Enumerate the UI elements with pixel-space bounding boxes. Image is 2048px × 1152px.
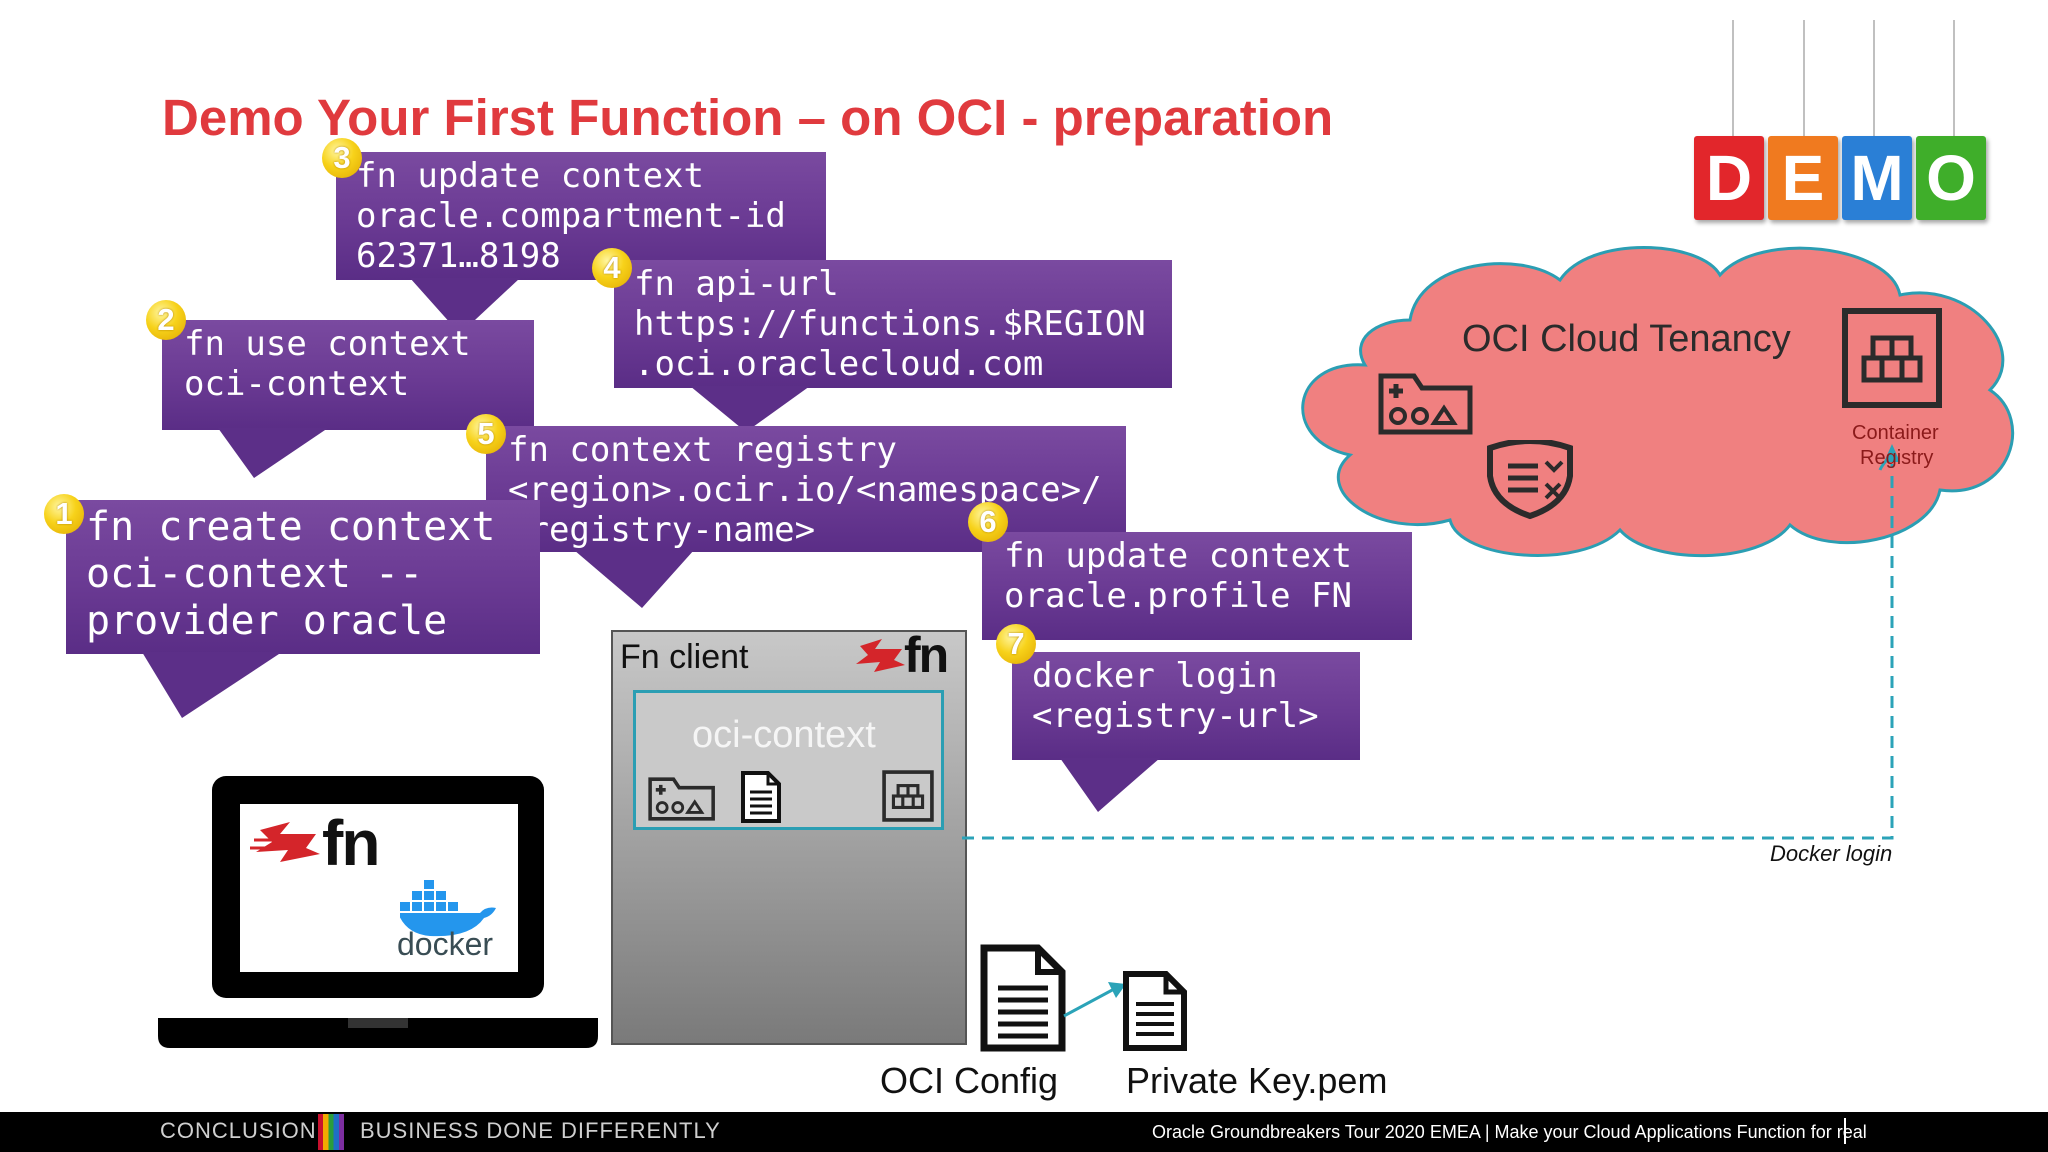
step-2-callout: fn use context oci-context (162, 320, 534, 430)
step-3-callout: fn update context oracle.compartment-id … (336, 152, 826, 280)
step-4-tail (690, 386, 810, 432)
step-2-tail (218, 428, 328, 478)
context-registry-icon (882, 770, 934, 822)
fn-client-fn-logo (856, 639, 905, 672)
laptop-fn-logo-text: fn (322, 807, 380, 879)
step-4-line-2: https://functions.$REGION (634, 304, 1146, 344)
step-1-badge: 1 (44, 494, 84, 534)
step-3-line-1: fn update context (356, 156, 704, 196)
step-5-line-1: fn context registry (508, 430, 897, 470)
cloud-label: OCI Cloud Tenancy (1462, 318, 1791, 360)
step-7-line-2: <registry-url> (1032, 696, 1319, 736)
step-3-line-3: 62371…8198 (356, 236, 561, 276)
demo-letter-e: E (1768, 136, 1838, 220)
footer-color-bars (318, 1114, 344, 1150)
container-registry-icon (1842, 308, 1942, 408)
step-4-line-1: fn api-url (634, 264, 839, 304)
context-document-icon (741, 771, 781, 823)
step-1-callout: fn create context oci-context -- provide… (66, 500, 540, 654)
step-4-callout: fn api-url https://functions.$REGION .oc… (614, 260, 1172, 388)
step-7-line-1: docker login (1032, 656, 1278, 696)
demo-sign: D E M O (1690, 0, 2000, 230)
step-1-line-2: oci-context -- (86, 551, 424, 597)
step-1-line-1: fn create context (86, 504, 496, 550)
oci-cloud (1301, 246, 2015, 558)
step-2-badge: 2 (146, 300, 186, 340)
security-shield-icon (1487, 440, 1573, 520)
step-7-callout: docker login <registry-url> (1012, 652, 1360, 760)
footer-event-text: Oracle Groundbreakers Tour 2020 EMEA | M… (1152, 1122, 1867, 1142)
docker-login-arrow (962, 444, 1900, 840)
compartment-folder-icon (1378, 373, 1473, 435)
demo-letter-m: M (1842, 136, 1912, 220)
step-5-tail (574, 550, 694, 608)
step-5-line-3: <registry-name> (508, 510, 816, 550)
private-key-label: Private Key.pem (1126, 1060, 1388, 1101)
laptop (158, 776, 598, 1048)
docker-wordmark: docker (397, 926, 494, 962)
step-1-tail (142, 652, 282, 718)
step-2-line-1: fn use context (184, 324, 471, 364)
context-compartment-icon (648, 777, 715, 821)
footer-divider (1844, 1118, 1846, 1144)
step-5-line-2: <region>.ocir.io/<namespace>/ (508, 470, 1102, 510)
oci-config-file-icon (980, 944, 1066, 1052)
fn-project-logo (250, 822, 320, 862)
footer-business: BUSINESS DONE DIFFERENTLY (360, 1118, 721, 1143)
step-6-line-2: oracle.profile FN (1004, 576, 1352, 616)
fn-client-label: Fn client (620, 638, 749, 676)
file-link-arrow (1063, 982, 1126, 1018)
step-4-badge: 4 (592, 248, 632, 288)
step-4-line-3: .oci.oraclecloud.com (634, 344, 1044, 384)
step-6-callout: fn update context oracle.profile FN (982, 532, 1412, 640)
step-7-badge: 7 (996, 624, 1036, 664)
step-5-callout: fn context registry <region>.ocir.io/<na… (486, 426, 1126, 552)
demo-letter-o: O (1916, 136, 1986, 220)
registry-label-line2: Registry (1860, 447, 1934, 469)
step-3-tail (410, 278, 520, 334)
footer-conclusion: CONCLUSION (160, 1118, 317, 1143)
step-6-line-1: fn update context (1004, 536, 1352, 576)
oci-context-label: oci-context (692, 714, 876, 756)
oci-config-label: OCI Config (880, 1060, 1059, 1101)
step-6-badge: 6 (968, 502, 1008, 542)
docker-login-label: Docker login (1770, 841, 1893, 866)
slide-title: Demo Your First Function – on OCI - prep… (162, 89, 1334, 146)
step-1-line-3: provider oracle (86, 598, 448, 644)
step-2-line-2: oci-context (184, 364, 410, 404)
step-7-tail (1060, 758, 1160, 812)
footer-bar: CONCLUSION BUSINESS DONE DIFFERENTLY Ora… (0, 1112, 2048, 1152)
step-3-line-2: oracle.compartment-id (356, 196, 786, 236)
demo-letter-d: D (1694, 136, 1764, 220)
step-5-badge: 5 (466, 414, 506, 454)
private-key-file-icon (1123, 971, 1187, 1051)
docker-whale-icon (400, 880, 496, 937)
fn-client-fn-text: fn (904, 627, 949, 683)
registry-label-line1: Container (1852, 422, 1939, 444)
step-3-badge: 3 (322, 138, 362, 178)
